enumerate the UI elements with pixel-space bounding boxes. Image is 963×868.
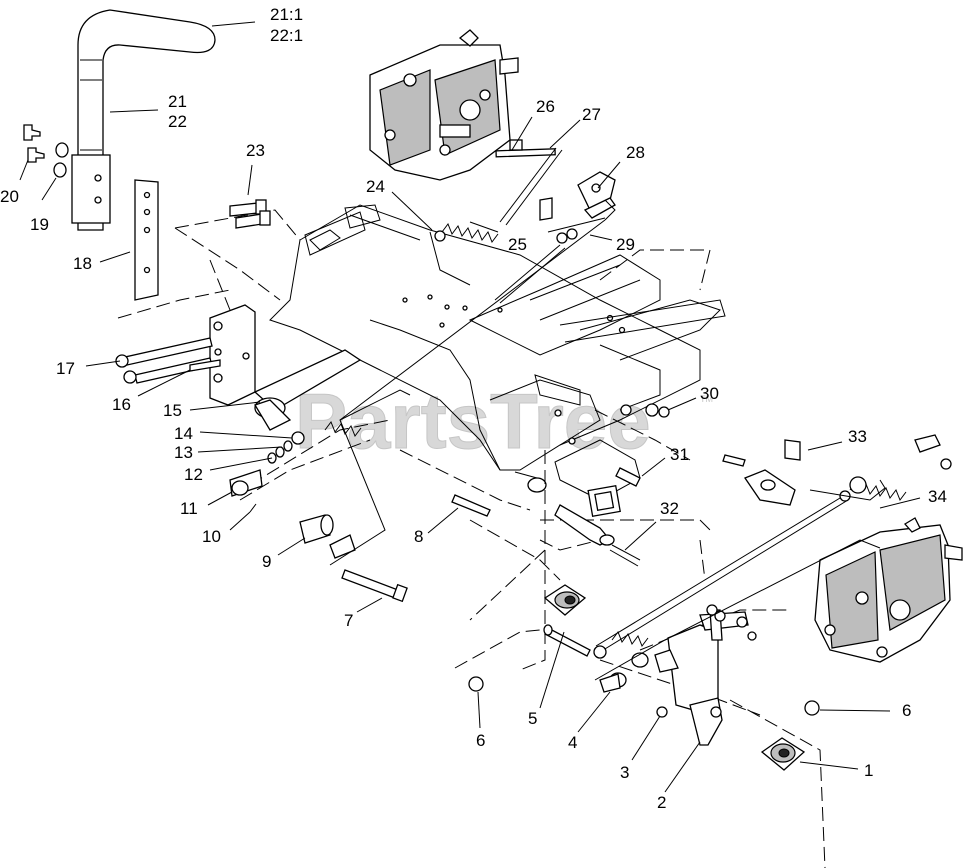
callout-10: 10 (202, 527, 221, 546)
callout-2: 2 (657, 793, 666, 812)
callout-19: 19 (30, 215, 49, 234)
leader-lines (19, 21, 921, 793)
callout-25: 25 (508, 235, 527, 254)
callout-29: 29 (616, 235, 635, 254)
handle-bracket (134, 179, 159, 301)
callout-labels: 21:1 22:1 21 22 20 19 18 23 24 25 26 27 … (0, 5, 947, 812)
callout-15: 15 (163, 401, 182, 420)
bolt-8 (451, 494, 491, 517)
pump-control-rod-rear (495, 139, 563, 226)
flange-bearing-upper (543, 584, 587, 616)
callout-1: 1 (864, 761, 873, 780)
nut-6-right (804, 700, 820, 716)
callout-18: 18 (73, 254, 92, 273)
callout-26: 26 (536, 97, 555, 116)
callout-3: 3 (620, 763, 629, 782)
callout-34: 34 (928, 487, 947, 506)
callout-20: 20 (0, 187, 19, 206)
callout-16: 16 (112, 395, 131, 414)
nut-6-left (468, 676, 484, 692)
hydraulic-pump-front (814, 517, 963, 663)
callout-23: 23 (246, 141, 265, 160)
callout-31: 31 (670, 445, 689, 464)
rod-29-tip (604, 199, 616, 221)
flange-bearing-1 (760, 737, 806, 771)
callout-27: 27 (582, 105, 601, 124)
callout-30: 30 (700, 384, 719, 403)
callout-5: 5 (528, 709, 537, 728)
callout-17: 17 (56, 359, 75, 378)
right-lever-bracket (722, 439, 801, 506)
spring-rear (434, 222, 499, 244)
callout-33: 33 (848, 427, 867, 446)
callout-13: 13 (174, 443, 193, 462)
right-control-rod-34 (595, 434, 952, 653)
watermark-text: PartsTree (295, 377, 651, 465)
damper-cylinder-32 (554, 504, 641, 567)
callout-24: 24 (366, 177, 385, 196)
callout-4: 4 (568, 733, 577, 752)
spring-front (593, 630, 649, 659)
explode-lines (117, 209, 826, 868)
hydraulic-pump-rear (369, 29, 519, 181)
lever-bolts (23, 124, 69, 178)
bolt-31 (615, 467, 641, 487)
front-hardware (543, 604, 726, 718)
callout-32: 32 (660, 499, 679, 518)
hardware-30 (620, 403, 670, 418)
callout-28: 28 (626, 143, 645, 162)
callout-11: 11 (180, 499, 198, 518)
callout-21-1: 21:1 (270, 5, 303, 24)
callout-7: 7 (344, 611, 353, 630)
steering-control-lever (71, 9, 216, 231)
callout-12: 12 (184, 465, 203, 484)
callout-21: 21 (168, 92, 187, 111)
callout-6-right: 6 (902, 701, 911, 720)
spring-left (324, 420, 362, 438)
watermark: PartsTree TM (295, 377, 714, 466)
callout-9: 9 (262, 552, 271, 571)
left-linkage-hardware (229, 389, 411, 603)
rod-34-bracket (809, 479, 886, 501)
callout-14: 14 (174, 424, 193, 443)
callout-22-1: 22:1 (270, 26, 303, 45)
lower-rod-bracket (594, 539, 881, 681)
frame-assembly (269, 204, 726, 517)
callout-8: 8 (414, 527, 423, 546)
rod-29-bracket (329, 219, 606, 566)
right-control-plate (631, 609, 757, 746)
left-control-plate (115, 304, 362, 431)
watermark-tm: TM (700, 394, 713, 404)
callout-6-left: 6 (476, 731, 485, 750)
callout-22: 22 (168, 112, 187, 131)
frame-bolts-23 (229, 199, 271, 229)
